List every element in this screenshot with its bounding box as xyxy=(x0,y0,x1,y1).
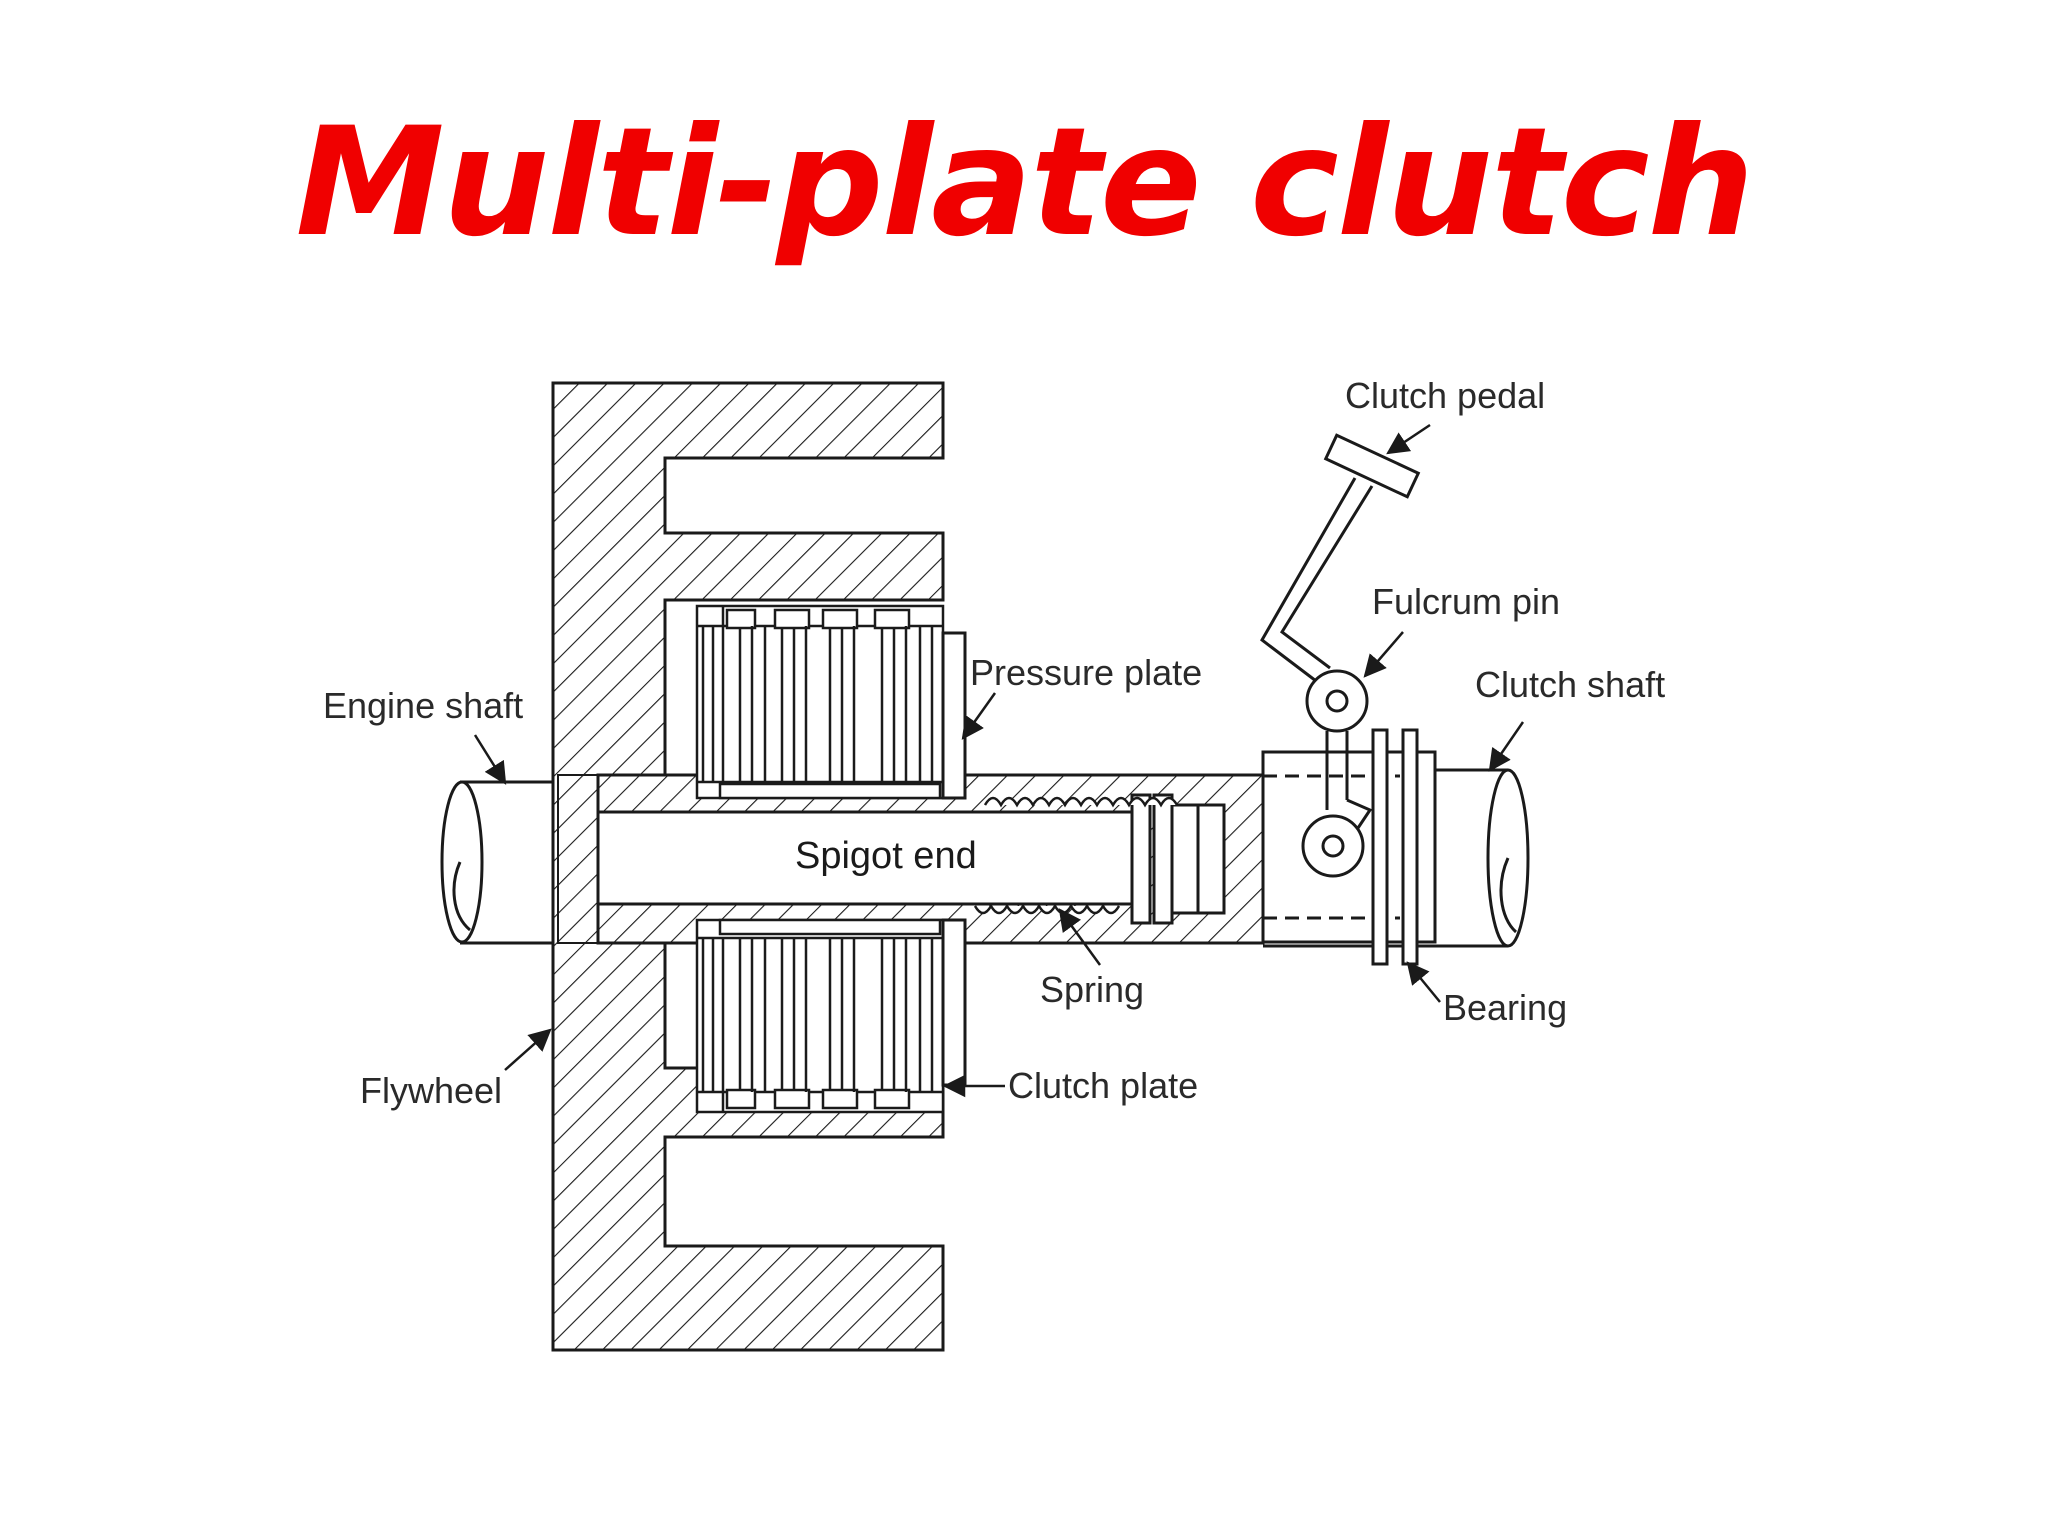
leader-bearing xyxy=(1406,961,1441,1003)
clutch-plates-upper xyxy=(695,604,945,800)
fulcrum-pin xyxy=(1305,669,1369,733)
label-fulcrum-pin: Fulcrum pin xyxy=(1372,581,1560,622)
leader-pressure-plate xyxy=(961,692,997,740)
leader-engine-shaft xyxy=(473,734,507,785)
leader-fulcrum-pin xyxy=(1363,631,1404,678)
pressure-plate-lower xyxy=(941,918,967,1087)
page-title: Multi-plate clutch xyxy=(295,96,1754,270)
spigot-end xyxy=(596,810,1145,906)
label-spigot-end: Spigot end xyxy=(795,835,977,877)
spring-upper xyxy=(983,796,1179,808)
label-clutch-shaft: Clutch shaft xyxy=(1475,664,1665,705)
clutch-pedal xyxy=(1260,433,1421,686)
clutch-plates-lower xyxy=(695,918,945,1114)
label-clutch-plate: Clutch plate xyxy=(1008,1065,1198,1106)
leader-clutch-pedal xyxy=(1386,423,1431,455)
label-pressure-plate: Pressure plate xyxy=(970,652,1202,693)
leader-clutch-shaft xyxy=(1488,721,1525,772)
label-clutch-pedal: Clutch pedal xyxy=(1345,375,1545,416)
label-spring: Spring xyxy=(1040,969,1144,1010)
label-flywheel: Flywheel xyxy=(360,1070,502,1111)
engine-shaft xyxy=(440,780,553,945)
label-engine-shaft: Engine shaft xyxy=(323,685,523,726)
label-bearing: Bearing xyxy=(1443,987,1567,1028)
bearing xyxy=(1371,728,1389,966)
spring-lower xyxy=(973,903,1121,915)
pressure-plate-upper xyxy=(941,631,967,800)
leader-flywheel xyxy=(504,1028,552,1071)
leader-spring xyxy=(1058,908,1102,966)
